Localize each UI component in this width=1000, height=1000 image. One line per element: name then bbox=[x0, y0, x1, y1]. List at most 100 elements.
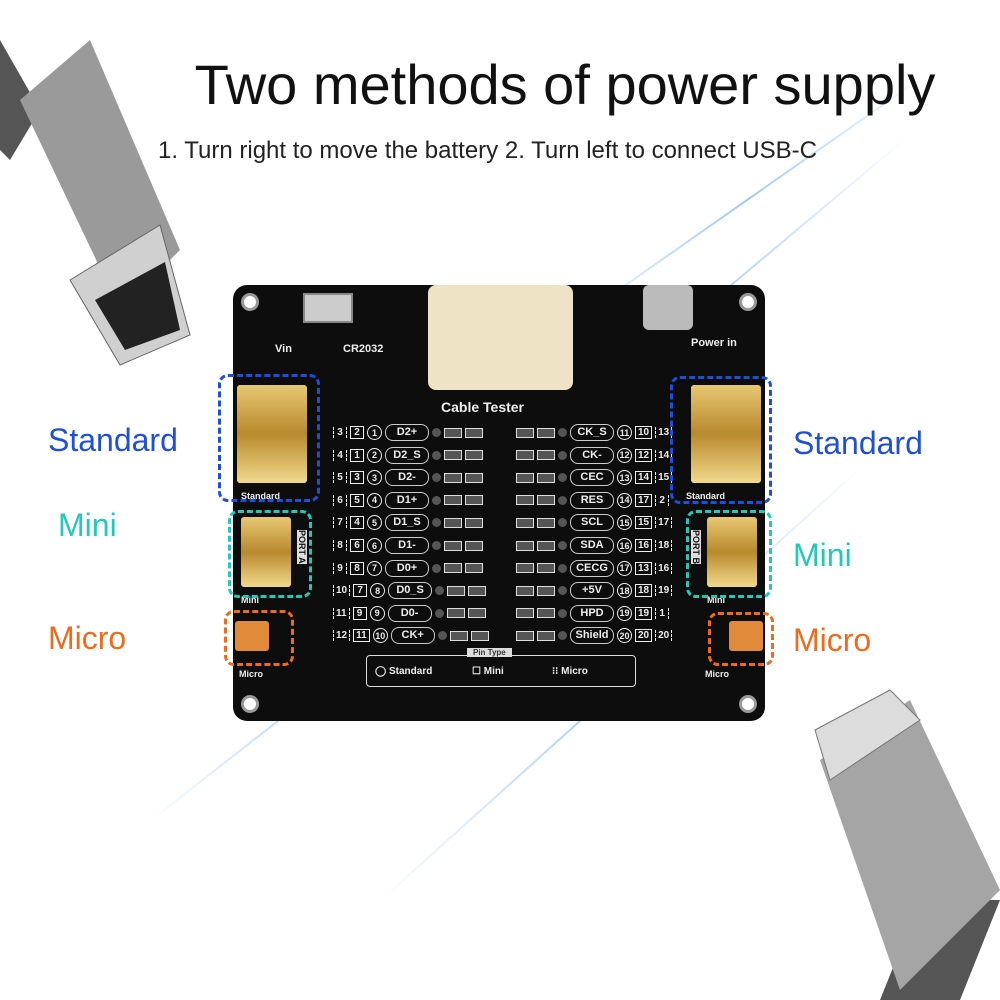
resistor-icon bbox=[516, 540, 534, 551]
mini-highlight-left bbox=[228, 510, 312, 598]
resistor-icon bbox=[516, 517, 534, 528]
mini-pin-number: 1 bbox=[350, 448, 364, 462]
led-icon bbox=[435, 586, 445, 596]
resistor-icon bbox=[537, 427, 555, 438]
micro-pin-number: 8 bbox=[333, 540, 347, 551]
micro-label-left: Micro bbox=[48, 620, 127, 656]
resistor-icon bbox=[537, 630, 555, 641]
pin-name: CECG bbox=[570, 559, 614, 577]
standard-hdmi-port-a[interactable] bbox=[237, 385, 307, 483]
micro-pin-number: 4 bbox=[333, 449, 347, 461]
resistor-icon bbox=[537, 517, 555, 528]
resistor-icon bbox=[449, 630, 468, 641]
battery-label: CR2032 bbox=[343, 343, 384, 355]
pin-name: D0+ bbox=[385, 559, 429, 577]
standard-pin-number: 2 bbox=[367, 447, 382, 463]
power-in-label: Power in bbox=[691, 337, 737, 349]
resistor-icon bbox=[444, 517, 462, 528]
resistor-icon bbox=[465, 495, 483, 506]
standard-pin-number: 1 bbox=[367, 425, 382, 440]
micro-highlight-left bbox=[224, 610, 294, 666]
mini-label-right: Mini bbox=[793, 537, 852, 573]
mini-label-left: Mini bbox=[58, 507, 117, 543]
mini-pin-number: 18 bbox=[635, 584, 653, 598]
mini-pin-number: 5 bbox=[350, 493, 364, 507]
micro-pin-number: 16 bbox=[655, 562, 673, 574]
legend-mini: ☐ Mini bbox=[472, 666, 504, 677]
resistor-icon bbox=[446, 608, 465, 619]
led-icon bbox=[434, 608, 444, 618]
power-switch[interactable] bbox=[303, 293, 353, 323]
standard-highlight-right bbox=[670, 376, 772, 504]
standard-pin-number: 9 bbox=[369, 605, 385, 621]
mount-hole bbox=[739, 293, 757, 311]
micro-silk: Micro bbox=[239, 669, 264, 679]
micro-hdmi-port-a[interactable] bbox=[235, 621, 269, 651]
pin-name: RES bbox=[570, 491, 614, 509]
page-title: Two methods of power supply bbox=[194, 53, 936, 116]
resistor-icon bbox=[537, 563, 555, 574]
micro-pin-number: 20 bbox=[655, 630, 673, 642]
pin-name: CEC bbox=[570, 469, 614, 487]
led-icon bbox=[558, 518, 567, 528]
pin-name: SDA bbox=[570, 537, 614, 554]
standard-hdmi-port-b[interactable] bbox=[691, 385, 761, 483]
micro-label-right: Micro bbox=[793, 622, 872, 658]
mini-pin-number: 3 bbox=[350, 471, 364, 485]
board-name: Cable Tester bbox=[441, 399, 524, 415]
resistor-icon bbox=[470, 630, 489, 641]
standard-silk: Standard bbox=[241, 491, 281, 501]
mini-pin-number: 15 bbox=[635, 516, 653, 530]
pin-name: CK+ bbox=[390, 627, 435, 645]
mini-pin-number: 11 bbox=[353, 629, 370, 643]
pin-name: D0- bbox=[387, 604, 432, 622]
standard-pin-number: 5 bbox=[367, 515, 382, 531]
resistor-icon bbox=[537, 495, 555, 506]
mini-pin-number: 6 bbox=[350, 539, 364, 552]
resistor-icon bbox=[516, 630, 534, 641]
resistor-icon bbox=[537, 450, 555, 461]
mini-hdmi-port-b[interactable] bbox=[707, 517, 757, 587]
micro-pin-number: 1 bbox=[655, 607, 670, 619]
legend-title: Pin Type bbox=[467, 648, 512, 657]
standard-pin-number: 17 bbox=[617, 560, 632, 576]
mount-hole bbox=[241, 293, 259, 311]
mini-hdmi-port-a[interactable] bbox=[241, 517, 291, 587]
port-a-label: PORT A bbox=[297, 530, 307, 564]
mini-pin-number: 20 bbox=[635, 629, 653, 643]
mini-silk: Mini bbox=[241, 595, 259, 605]
pin-name: D1+ bbox=[385, 491, 429, 509]
legend-standard-label: Standard bbox=[388, 666, 433, 677]
resistor-icon bbox=[465, 427, 483, 438]
resistor-icon bbox=[444, 427, 462, 438]
mini-pin-number: 16 bbox=[635, 539, 653, 552]
resistor-icon bbox=[516, 585, 534, 596]
micro-hdmi-port-b[interactable] bbox=[729, 621, 763, 651]
usb-c-port[interactable] bbox=[643, 285, 693, 330]
pin-name: D1- bbox=[385, 537, 429, 554]
mini-pin-number: 19 bbox=[635, 606, 653, 620]
micro-pin-number: 7 bbox=[333, 517, 347, 529]
standard-pin-number: 11 bbox=[617, 425, 632, 440]
resistor-icon bbox=[516, 450, 534, 461]
resistor-icon bbox=[537, 585, 555, 596]
vin-label: Vin bbox=[275, 343, 292, 355]
pin-name: D2_S bbox=[385, 446, 429, 464]
pin-name: CK- bbox=[570, 446, 614, 464]
led-icon bbox=[558, 631, 567, 641]
resistor-icon bbox=[444, 563, 462, 574]
led-icon bbox=[432, 473, 441, 483]
pin-name: D0_S bbox=[388, 582, 433, 600]
